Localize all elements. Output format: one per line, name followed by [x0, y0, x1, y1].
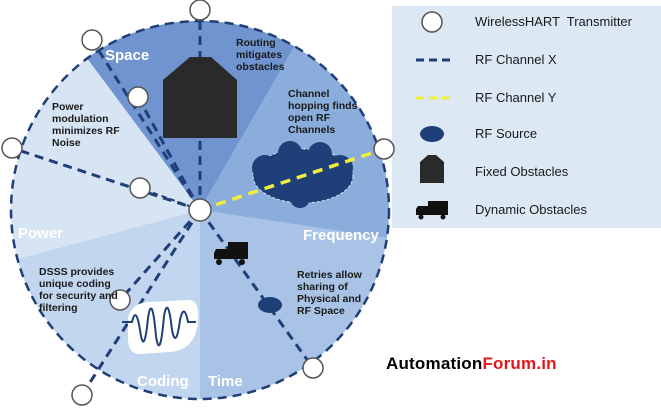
note-line: Routing: [236, 37, 276, 49]
note-line: Retries allow: [297, 269, 363, 281]
note-line: modulation: [52, 113, 109, 125]
channel-y-link: [199, 147, 385, 212]
note-line: RF Space: [297, 305, 345, 317]
coding-waveform: [122, 300, 199, 354]
truck-icon: [416, 201, 448, 220]
transmitter-bottom-left: [71, 384, 93, 406]
brand-watermark: AutomationForum.in: [386, 354, 557, 374]
legend: WirelessHART Transmitter RF Channel X RF…: [416, 11, 633, 220]
transmitter-left: [1, 137, 23, 159]
legend-label-dynamic-obstacles: Dynamic Obstacles: [475, 202, 587, 217]
note-line: Power: [52, 101, 84, 113]
channel-x-links: [11, 10, 315, 396]
transmitter-right: [373, 138, 395, 160]
fixed-obstacle-building: [163, 57, 237, 138]
segment-power: [10, 58, 200, 259]
note-line: open RF: [288, 112, 331, 124]
legend-panel: [392, 6, 661, 228]
note-line: hopping finds: [288, 100, 358, 112]
segment-label-power: Power: [18, 225, 63, 242]
transmitter-lower-left: [109, 289, 131, 311]
segment-label-coding: Coding: [137, 373, 189, 390]
rf-source-ellipse-icon: [420, 126, 444, 142]
legend-label-transmitter: WirelessHART Transmitter: [475, 14, 633, 29]
transmitters: [1, 0, 395, 406]
fixed-obstacle-building-icon: [420, 155, 444, 183]
segment-label-frequency: Frequency: [303, 227, 380, 244]
link-lower-left: [118, 209, 202, 301]
transmitter-upper-left: [81, 29, 103, 51]
note-line: Noise: [52, 137, 81, 149]
note-line: Physical and: [297, 293, 361, 305]
link-bottom-right: [198, 209, 315, 369]
note-line: for security and: [39, 290, 118, 302]
note-line: DSSS provides: [39, 266, 114, 278]
link-bottom-left: [80, 209, 202, 396]
link-left: [11, 146, 201, 212]
transmitter-top: [189, 0, 211, 21]
note-line: minimizes RF: [52, 125, 120, 137]
brand-part-forum: Forum.in: [482, 354, 557, 373]
note-line: Channel: [288, 88, 330, 100]
link-inner-upper-left: [136, 96, 202, 211]
link-upper-left: [90, 39, 202, 211]
transmitter-bottom-right: [302, 357, 324, 379]
note-line: obstacles: [236, 61, 285, 73]
note-line: sharing of: [297, 281, 348, 293]
transmitter-inner-left: [129, 177, 151, 199]
legend-label-channel-y: RF Channel Y: [475, 90, 557, 105]
note-line: unique coding: [39, 278, 111, 290]
transmitter-center: [188, 198, 212, 222]
segment-label-time: Time: [208, 373, 243, 390]
segment-label-space: Space: [105, 47, 149, 64]
transmitter-circle-icon: [421, 11, 443, 33]
legend-label-channel-x: RF Channel X: [475, 52, 557, 67]
legend-label-rf-source: RF Source: [475, 126, 537, 141]
note-line: mitigates: [236, 49, 282, 61]
note-line: Channels: [288, 124, 335, 136]
rf-source-small: [258, 297, 282, 313]
transmitter-inner-upper-left: [127, 86, 149, 108]
note-line: filtering: [39, 302, 78, 314]
legend-label-fixed-obstacles: Fixed Obstacles: [475, 164, 569, 179]
brand-part-automation: Automation: [386, 354, 483, 373]
dynamic-obstacle-truck: [214, 242, 248, 265]
